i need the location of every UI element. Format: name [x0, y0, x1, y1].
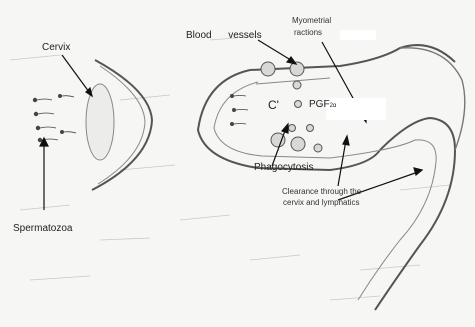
sperm-cell: [230, 122, 246, 125]
cell: [291, 137, 305, 151]
cell: [290, 62, 304, 76]
background-texture: [10, 36, 450, 300]
spermatozoa-group: [33, 94, 76, 141]
uterus-body: [198, 45, 465, 310]
uterine-spermatozoa: [230, 94, 248, 125]
clearance-arrow-up: [338, 136, 349, 186]
pgf-label: PGF2α: [309, 99, 336, 110]
cervix-arrow: [62, 55, 92, 96]
sperm-cell: [230, 94, 246, 97]
phagocytosis-label: Phagocytosis: [254, 162, 313, 173]
blood-vessels-label: Blood vessels: [186, 30, 262, 41]
clearance-label-line2: cervix and lymphatics: [283, 199, 359, 208]
blood-vessels-arrow: [258, 40, 296, 64]
c-prime-label: C': [268, 99, 279, 112]
cell: [314, 144, 322, 152]
sperm-cell: [38, 138, 58, 142]
cell: [289, 125, 296, 132]
spermatozoa-arrow: [40, 138, 48, 210]
myometrial-label-line2: ractions: [294, 29, 322, 38]
clearance-label-line1: Clearance through the: [282, 188, 361, 197]
cervix-shape: [86, 60, 152, 190]
cell: [295, 101, 302, 108]
cell: [293, 81, 301, 89]
cell: [307, 125, 314, 132]
sperm-cell: [33, 98, 52, 102]
sperm-cell: [34, 112, 54, 116]
cervix-label: Cervix: [42, 42, 70, 53]
sperm-cell: [60, 130, 76, 133]
redaction-patch: [340, 30, 376, 40]
sperm-cell: [58, 94, 74, 97]
cell: [261, 62, 275, 76]
spermatozoa-label: Spermatozoa: [13, 223, 72, 234]
myometrial-label-line1: Myometrial: [292, 17, 331, 26]
pgf-text: PGF: [309, 99, 330, 110]
sperm-cell: [232, 108, 248, 111]
pgf-subscript: 2α: [330, 103, 337, 109]
sperm-cell: [36, 126, 56, 130]
